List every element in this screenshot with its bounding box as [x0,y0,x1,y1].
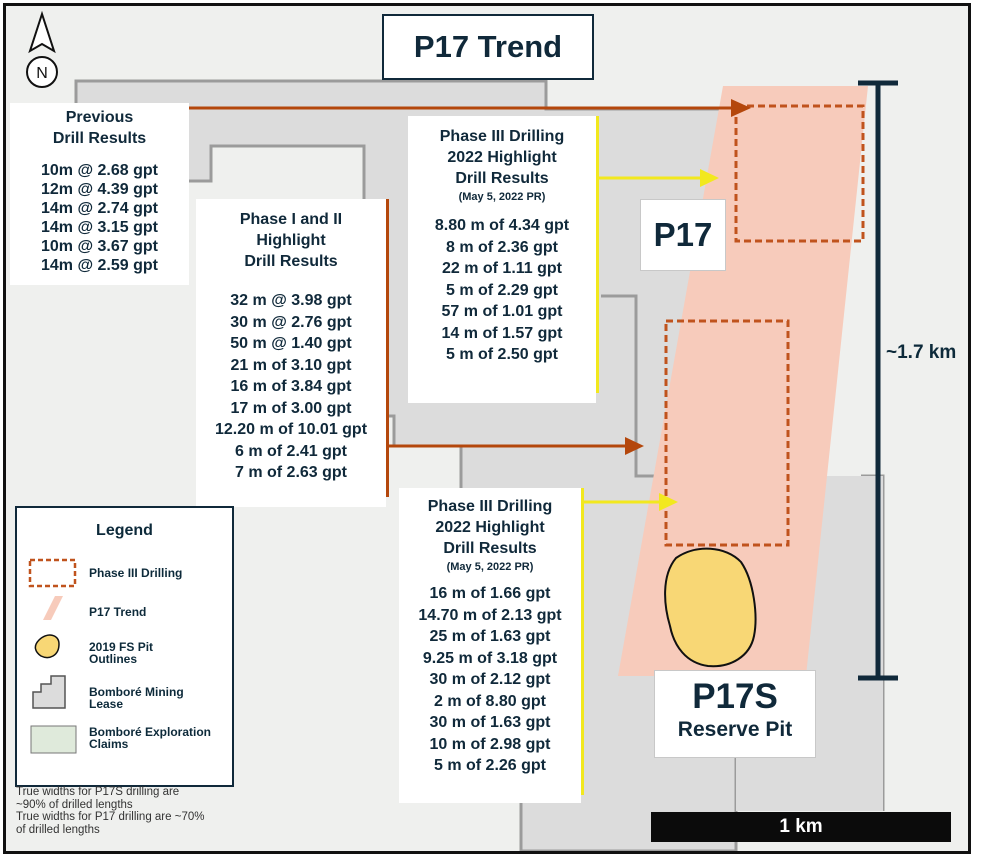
result-line: 14.70 m of 2.13 gpt [418,606,562,624]
legend-title: Legend [96,522,153,539]
phase12-box-edge [386,199,389,497]
trend-swatch-icon [43,596,63,620]
note-line: True widths for P17S drilling are [16,786,180,798]
p17s-label: P17S Reserve Pit [654,670,816,758]
phase3-bottom-heading-3: Drill Results [443,540,537,557]
arrow-previous-head [731,99,751,117]
pit-outline-swatch-icon [34,634,60,659]
result-line: 16 m of 1.66 gpt [429,585,551,602]
phase3-bottom-box-edge [581,488,584,795]
phase3-top-box-edge [596,116,599,393]
legend-item-p17-trend: P17 Trend [89,606,146,618]
result-line: 57 m of 1.01 gpt [441,303,563,320]
phase3-drill-area-south [664,319,790,547]
phase12-heading-2: Highlight [256,232,326,249]
phase3-drill-area-north [734,104,865,243]
note-line: of drilled lengths [16,823,100,836]
result-line: 50 m @ 1.40 gpt [230,335,352,352]
north-arrow-icon [28,10,56,54]
legend-label: P17 Trend [89,605,147,619]
legend-box: Legend Phase III Drilling P17 Trend 2019… [15,506,234,787]
result-line: 2 m of 8.80 gpt [433,692,547,710]
result-line: 22 m of 1.11 gpt [441,260,563,277]
phase3-top-heading-3: Drill Results [455,170,549,187]
distance-label: ~1.7 km [886,342,957,363]
legend-label: Bomboré Mining [89,685,184,699]
p17-trend-band [618,86,868,676]
map-frame: N ~1.7 km P17 Trend Previous Drill Resul… [3,3,971,854]
result-line: 5 m of 2.50 gpt [445,346,559,363]
phase3-drilling-swatch-icon [28,558,77,588]
phase12-results-box: Phase I and II Highlight Drill Results 3… [196,199,386,507]
north-label: N [36,65,48,82]
note-line: ~90% of drilled lengths [16,798,133,811]
result-line: 7 m of 2.63 gpt [234,464,348,481]
reserve-pit-label-text: Reserve Pit [677,718,793,741]
phase3-top-date: (May 5, 2022 PR) [458,191,546,203]
result-line: 5 m of 2.26 gpt [433,757,547,774]
result-line: 9.25 m of 3.18 gpt [422,649,558,667]
legend-item-exploration-claims: Bomboré Exploration Claims [89,726,211,750]
previous-results-box: Previous Drill Results 10m @ 2.68 gpt 12… [10,103,189,285]
result-line: 17 m of 3.00 gpt [230,399,352,417]
map-title: P17 Trend [382,14,594,80]
mining-lease-swatch-icon [32,675,66,709]
result-line: 6 m of 2.41 gpt [234,442,348,460]
result-line: 12.20 m of 10.01 gpt [214,421,368,438]
phase3-top-results-box: Phase III Drilling 2022 Highlight Drill … [408,116,596,403]
legend-label-line-2: Lease [89,697,124,711]
north-circle-icon [26,56,58,88]
result-line: 8 m of 2.36 gpt [445,238,559,256]
legend-label-line-2: Claims [89,737,129,751]
phase3-bottom-heading-1: Phase III Drilling [427,498,553,515]
p17s-label-text: P17S [692,677,778,716]
legend-label: 2019 FS Pit [89,640,154,654]
true-width-notes: True widths for P17S drilling are ~90% o… [16,786,256,836]
legend-item-mining-lease: Bomboré Mining Lease [89,686,184,710]
previous-heading-1: Previous [65,109,134,126]
phase3-bottom-results-box: Phase III Drilling 2022 Highlight Drill … [399,488,581,803]
legend-label: Phase III Drilling [89,566,183,580]
exploration-claims-swatch-icon [30,725,77,754]
legend-item-phase3-drilling: Phase III Drilling [89,567,182,579]
p17-label-text: P17 [653,216,713,253]
phase3-bottom-heading-2: 2022 Highlight [435,519,545,536]
legend-label-line-2: Outlines [89,652,138,666]
result-line: 14m @ 3.15 gpt [41,219,158,236]
phase3-top-heading-1: Phase III Drilling [439,128,565,145]
scale-bar-label: 1 km [779,816,823,837]
result-line: 12m @ 4.39 gpt [41,181,158,198]
phase3-top-heading-2: 2022 Highlight [447,149,557,166]
result-line: 32 m @ 3.98 gpt [230,292,352,309]
result-line: 30 m of 2.12 gpt [429,671,551,688]
phase12-heading-1: Phase I and II [239,211,343,228]
note-line: True widths for P17 drilling are ~70% [16,811,205,823]
arrow-phase12-head [625,437,644,455]
arrow-phase3-top-head [700,169,719,187]
lease-boundary [601,294,661,478]
previous-heading-2: Drill Results [52,130,147,147]
legend-item-pit-outlines: 2019 FS Pit Outlines [89,641,153,665]
result-line: 8.80 m of 4.34 gpt [434,217,570,234]
result-line: 14 m of 1.57 gpt [441,324,563,342]
result-line: 25 m of 1.63 gpt [429,628,551,645]
result-line: 16 m of 3.84 gpt [230,378,352,395]
phase3-bottom-date: (May 5, 2022 PR) [446,561,534,573]
result-line: 14m @ 2.59 gpt [41,257,158,274]
result-line: 21 m of 3.10 gpt [230,356,352,374]
arrow-phase3-bottom-head [659,493,678,511]
result-line: 10 m of 2.98 gpt [429,735,551,753]
phase12-heading-3: Drill Results [244,253,338,270]
p17s-pit-outline [664,547,757,668]
result-line: 14m @ 2.74 gpt [41,200,158,217]
scale-bar: 1 km [651,812,951,842]
legend-label: Bomboré Exploration [89,725,212,739]
result-line: 10m @ 3.67 gpt [41,238,158,255]
p17-label: P17 [640,199,726,271]
result-line: 30 m of 1.63 gpt [429,714,551,731]
result-line: 30 m @ 2.76 gpt [230,313,352,331]
result-line: 10m @ 2.68 gpt [41,162,158,179]
legend-swatches [28,558,77,754]
result-line: 5 m of 2.29 gpt [445,281,559,299]
